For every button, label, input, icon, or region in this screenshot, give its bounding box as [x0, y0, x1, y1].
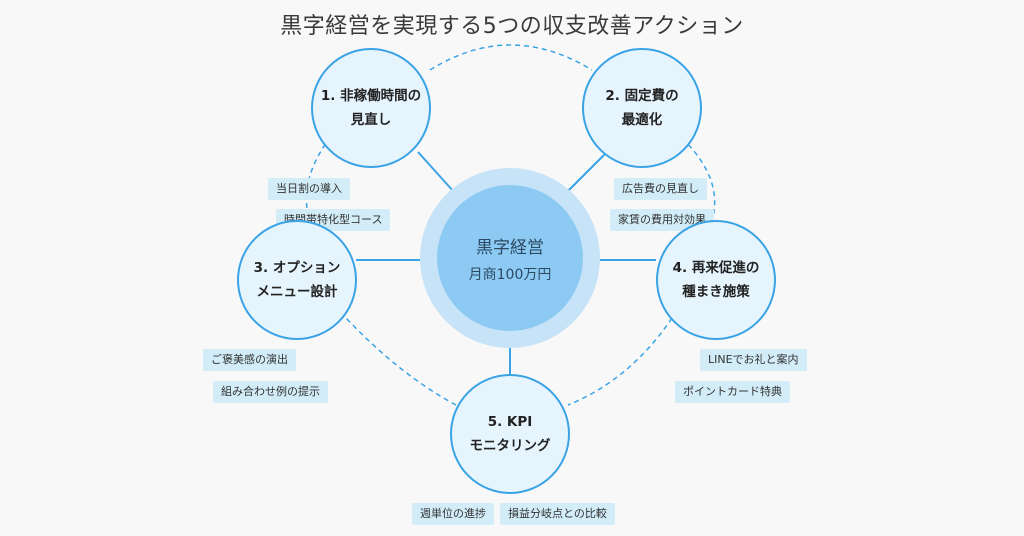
diagram-title: 黒字経営を実現する5つの収支改善アクション	[280, 14, 744, 39]
center-subtitle: 月商100万円	[468, 266, 552, 283]
action-node-1: 1. 非稼働時間の 見直し	[311, 48, 431, 168]
cycle-5-3	[345, 317, 457, 406]
tag-node-3-a: ご褒美感の演出	[203, 349, 296, 371]
action-node-1-label: 1. 非稼働時間の 見直し	[320, 88, 422, 128]
tag-node-1-a: 当日割の導入	[268, 178, 350, 200]
cycle-4-5	[567, 317, 673, 406]
tag-node-5-b: 損益分岐点との比較	[500, 503, 615, 525]
action-node-2: 2. 固定費の 最適化	[582, 48, 702, 168]
action-node-2-label: 2. 固定費の 最適化	[605, 88, 679, 128]
tag-node-2-a: 広告費の見直し	[614, 178, 707, 200]
center-node: 黒字経営 月商100万円	[437, 185, 583, 331]
action-node-4-label: 4. 再来促進の 種まき施策	[672, 260, 760, 300]
tag-node-4-b: ポイントカード特典	[675, 381, 790, 403]
tag-node-5-a: 週単位の進捗	[412, 503, 494, 525]
tag-node-4-a: LINEでお礼と案内	[700, 349, 807, 371]
action-node-3: 3. オプション メニュー設計	[237, 220, 357, 340]
action-node-4: 4. 再来促進の 種まき施策	[656, 220, 776, 340]
center-title: 黒字経営	[476, 237, 544, 258]
action-node-5: 5. KPI モニタリング	[450, 374, 570, 494]
action-node-3-label: 3. オプション メニュー設計	[253, 260, 341, 300]
tag-node-3-b: 組み合わせ例の提示	[213, 381, 328, 403]
cycle-1-2	[429, 44, 593, 71]
action-node-5-label: 5. KPI モニタリング	[469, 414, 551, 454]
